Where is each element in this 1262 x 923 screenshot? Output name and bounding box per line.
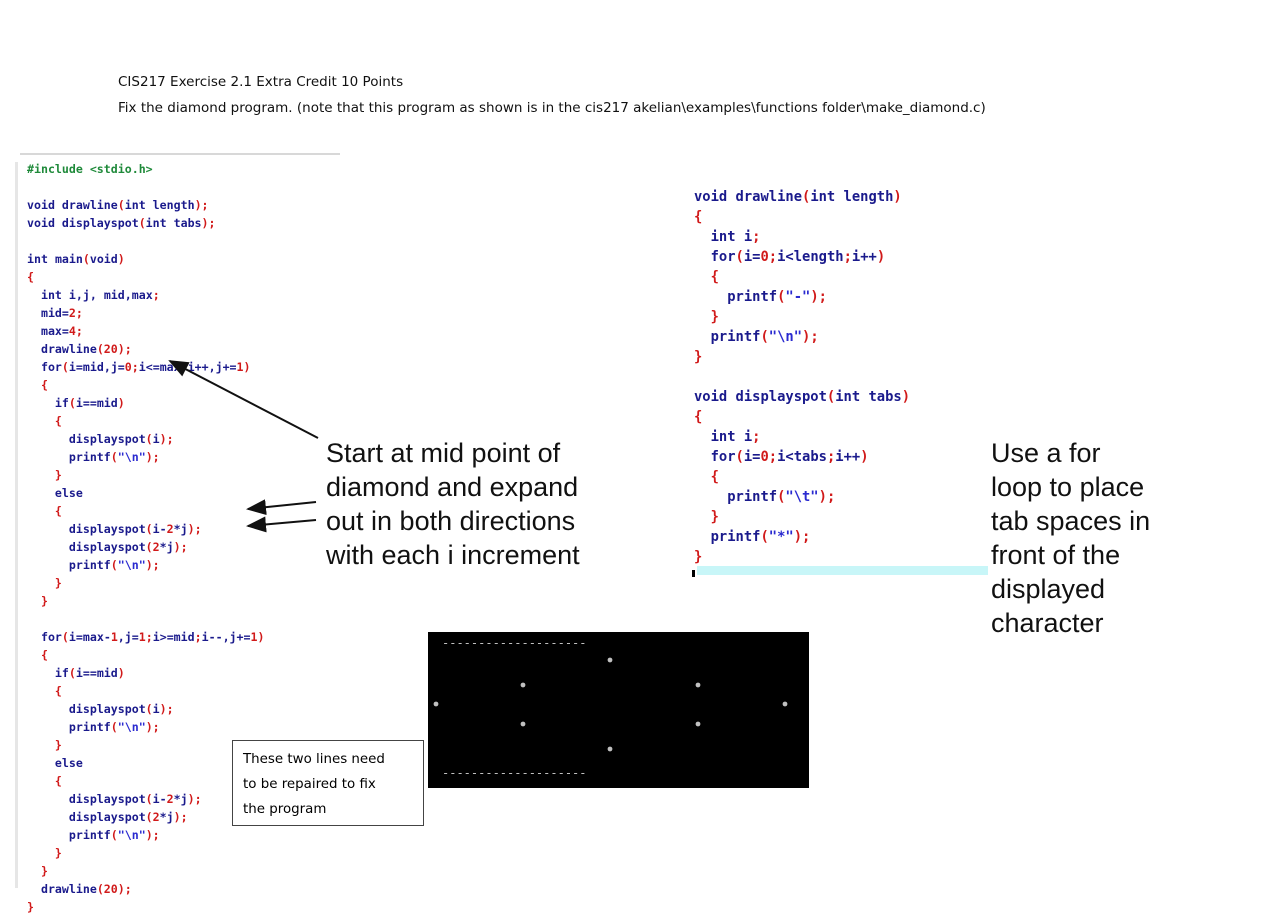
callout-line: displayed [991, 574, 1106, 604]
main-code-line: if(i==mid) [54, 396, 125, 410]
callout-line: diamond and expand [326, 472, 579, 502]
function-code-line: printf("*"); [710, 529, 811, 545]
main-code-line: { [27, 270, 34, 284]
main-code-listing: #include <stdio.h> void drawline(int len… [27, 160, 264, 916]
function-code-line: { [710, 269, 719, 285]
callout-mid-point: Start at mid point of diamond and expand… [326, 436, 580, 572]
callout-line: out in both directions [326, 506, 576, 536]
main-code-line: { [54, 684, 62, 698]
main-code-line: printf("\n"); [68, 450, 160, 464]
main-code-line: } [27, 900, 34, 914]
callout-line: with each i increment [326, 540, 580, 570]
note-line: the program [243, 802, 327, 817]
text-cursor-highlight [697, 566, 988, 575]
function-code-line: int i; [710, 429, 761, 445]
repair-note-box: These two lines need to be repaired to f… [232, 740, 424, 826]
main-code-line: displayspot(2*j); [68, 540, 188, 554]
console-spot [607, 746, 613, 752]
callout-line: Use a for [991, 438, 1101, 468]
main-code-line: printf("\n"); [68, 720, 160, 734]
function-code-line: void drawline(int length) [694, 189, 902, 205]
console-output-window: -------------------- -------------------… [428, 632, 809, 788]
function-code-line: { [710, 469, 719, 485]
function-code-line: } [710, 309, 719, 325]
text-cursor [692, 570, 695, 577]
main-code-line: } [54, 576, 62, 590]
page-title: CIS217 Exercise 2.1 Extra Credit 10 Poin… [118, 74, 404, 90]
function-code-line: printf("\n"); [710, 329, 819, 345]
page-subtitle: Fix the diamond program. (note that this… [118, 100, 986, 116]
main-code-line: for(i=max-1,j=1;i>=mid;i--,j+=1) [40, 630, 265, 644]
main-code-line: } [40, 594, 48, 608]
function-code-line: printf("\t"); [727, 489, 836, 505]
console-spot [607, 657, 613, 663]
note-line: to be repaired to fix [243, 777, 376, 792]
main-code-line: displayspot(i-2*j); [68, 792, 202, 806]
console-spot [695, 682, 701, 688]
main-code-line: } [54, 738, 62, 752]
main-code-line: displayspot(2*j); [68, 810, 188, 824]
function-code-line: void displayspot(int tabs) [694, 389, 911, 405]
arrow-to-displayspot-2 [246, 516, 317, 533]
callout-line: character [991, 608, 1104, 638]
main-code-line: printf("\n"); [68, 558, 160, 572]
main-code-line: { [54, 414, 62, 428]
console-spot [520, 682, 526, 688]
callout-line: loop to place [991, 472, 1145, 502]
function-code-line: int i; [710, 229, 761, 245]
main-code-line: { [40, 648, 48, 662]
main-code-line: } [54, 468, 62, 482]
main-code-line: } [54, 846, 62, 860]
main-code-line: drawline(20); [40, 342, 132, 356]
code-margin-rule [15, 162, 18, 888]
function-code-line: } [710, 509, 719, 525]
main-code-line: #include <stdio.h> [27, 162, 153, 176]
main-code-line: { [54, 774, 62, 788]
main-code-line: int i,j, mid,max; [40, 288, 160, 302]
function-code-line: printf("-"); [727, 289, 827, 305]
divider-line [20, 153, 340, 155]
main-code-line: displayspot(i-2*j); [68, 522, 202, 536]
console-dash-line-top: -------------------- [442, 636, 587, 650]
main-code-line: max=4; [40, 324, 83, 338]
main-code-line: else [54, 486, 83, 500]
function-code-line: for(i=0;i<tabs;i++) [710, 449, 869, 465]
callout-tab-loop: Use a for loop to place tab spaces in fr… [991, 436, 1150, 640]
main-code-line: void displayspot(int tabs); [27, 216, 216, 230]
callout-line: tab spaces in [991, 506, 1151, 536]
main-code-line: if(i==mid) [54, 666, 125, 680]
main-code-line: } [40, 864, 48, 878]
main-code-line: { [54, 504, 62, 518]
main-code-line: mid=2; [40, 306, 83, 320]
console-spot [433, 701, 439, 707]
function-code-line: } [694, 549, 703, 565]
function-code-line: } [694, 349, 703, 365]
console-output-drawing: -------------------- -------------------… [433, 636, 788, 780]
arrow-to-displayspot-1 [246, 499, 317, 516]
main-code-line: void drawline(int length); [27, 198, 209, 212]
main-code-line: displayspot(i); [68, 702, 174, 716]
main-code-line: displayspot(i); [68, 432, 174, 446]
arrow-to-loop-init [168, 360, 319, 439]
function-code-line: for(i=0;i<length;i++) [710, 249, 886, 265]
console-spot [782, 701, 788, 707]
callout-line: Start at mid point of [326, 438, 561, 468]
console-spots [433, 657, 788, 752]
main-code-line: else [54, 756, 83, 770]
function-code-listing: void drawline(int length) { int i; for(i=… [694, 187, 910, 567]
callout-line: front of the [991, 540, 1121, 570]
main-code-line: printf("\n"); [68, 828, 160, 842]
console-dash-line-bottom: -------------------- [442, 766, 587, 780]
main-code-line: int main(void) [27, 252, 125, 266]
main-code-line: { [40, 378, 48, 392]
main-code-line: drawline(20); [40, 882, 132, 896]
note-line: These two lines need [243, 752, 385, 767]
console-spot [520, 721, 526, 727]
function-code-line: { [694, 409, 703, 425]
console-spot [695, 721, 701, 727]
function-code-line: { [694, 209, 703, 225]
main-code-line: for(i=mid,j=0;i<=max;i++,j+=1) [40, 360, 251, 374]
